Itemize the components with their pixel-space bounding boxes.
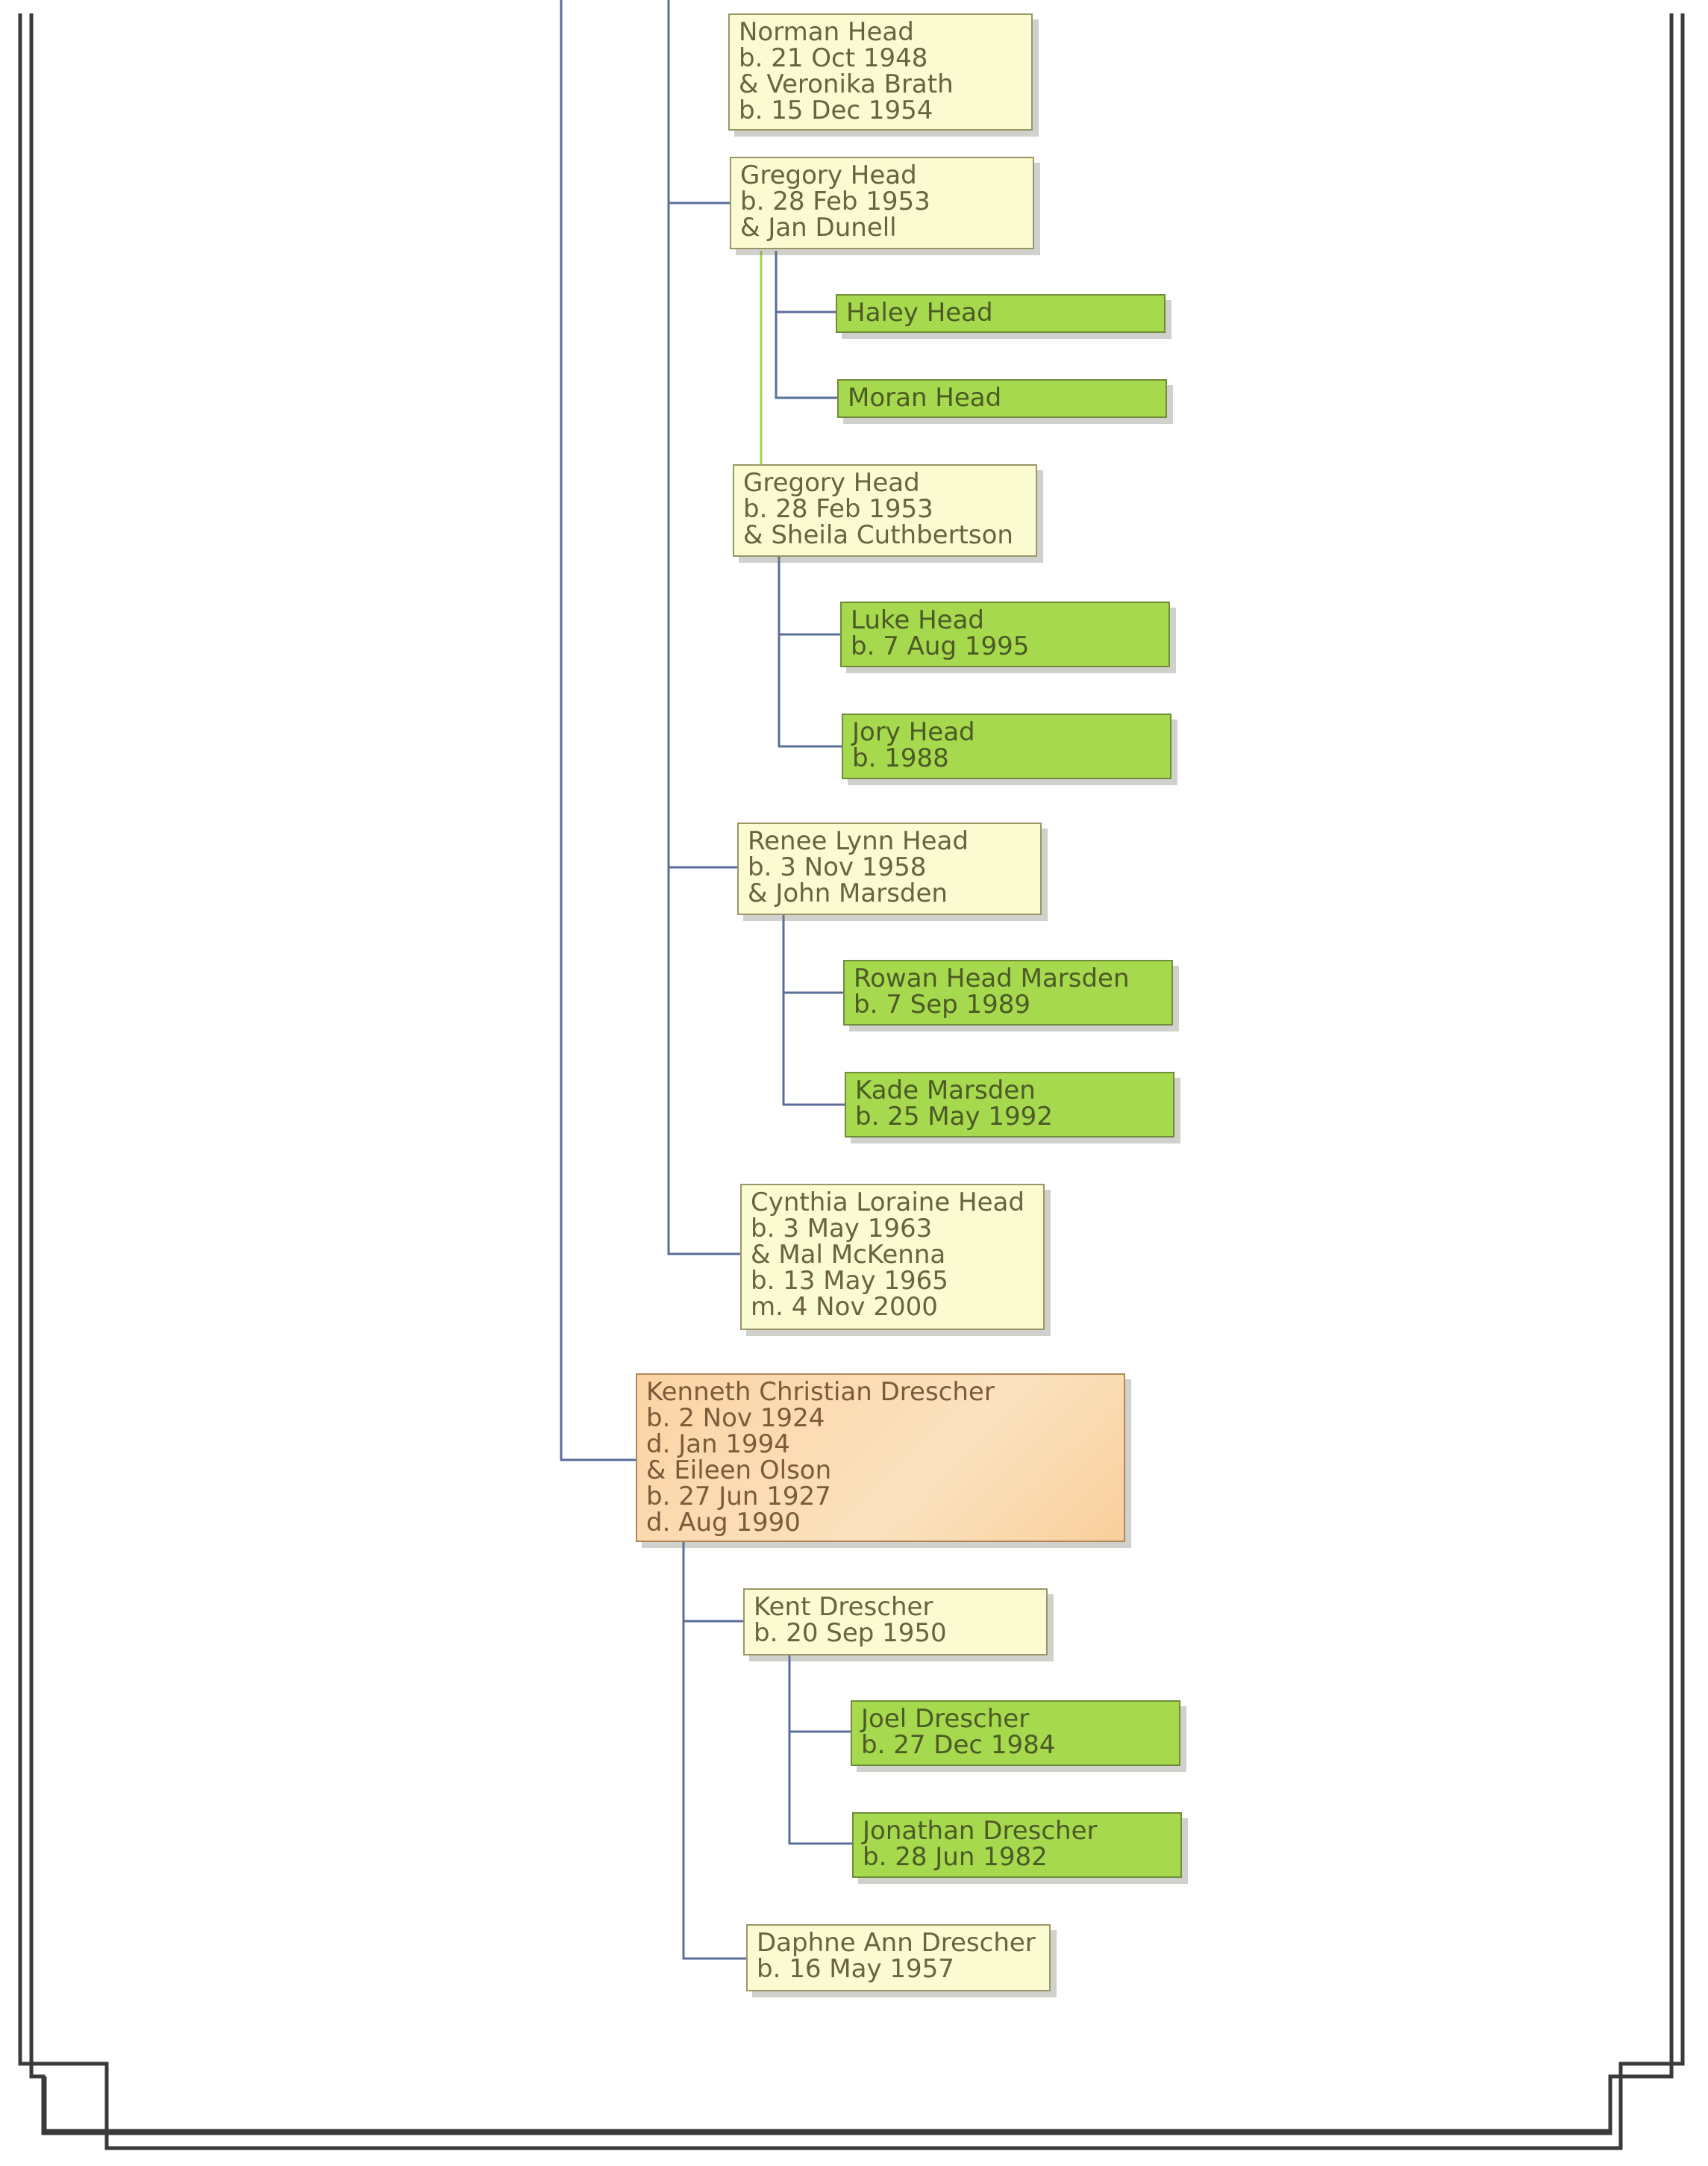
trunk-head-siblings (667, 0, 740, 1255)
person-detail: b. 20 Sep 1950 (754, 1618, 947, 1648)
person-name: Jonathan Drescher (863, 1816, 1098, 1846)
person-detail: b. 7 Aug 1995 (851, 631, 1030, 661)
person-detail: b. 2 Nov 1924 (646, 1403, 825, 1433)
person-name: Jory Head (852, 717, 975, 747)
person-name: Renee Lynn Head (748, 826, 969, 856)
person-detail: b. 15 Dec 1954 (739, 96, 933, 125)
person-box-haley-head[interactable]: Haley Head (836, 294, 1166, 333)
person-detail: b. 1988 (852, 743, 949, 773)
trunk-gregory1-children (775, 251, 837, 399)
person-detail: b. 7 Sep 1989 (854, 990, 1031, 1020)
person-name: Gregory Head (740, 160, 917, 190)
person-name: Kenneth Christian Drescher (646, 1377, 995, 1407)
person-detail: b. 28 Jun 1982 (863, 1842, 1048, 1872)
person-name: Luke Head (851, 605, 984, 635)
connector-lines (560, 0, 852, 1960)
person-detail: & Eileen Olson (646, 1455, 832, 1485)
trunk-kenneth-children (682, 1542, 746, 1960)
person-detail: & Veronika Brath (739, 69, 954, 99)
person-box-moran-head[interactable]: Moran Head (837, 379, 1167, 418)
person-detail: b. 27 Jun 1927 (646, 1482, 831, 1511)
person-detail: b. 3 Nov 1958 (748, 852, 927, 882)
person-detail: b. 28 Feb 1953 (743, 494, 933, 524)
trunk-kent-children (788, 1655, 852, 1845)
person-detail: b. 3 May 1963 (751, 1214, 933, 1243)
person-name: Rowan Head Marsden (854, 964, 1130, 993)
person-name: Haley Head (846, 298, 993, 328)
person-name: Gregory Head (743, 468, 920, 498)
person-detail: d. Aug 1990 (646, 1508, 801, 1538)
person-name: Kent Drescher (754, 1592, 933, 1622)
trunk-renee-children (782, 915, 845, 1106)
person-name: Moran Head (848, 383, 1002, 413)
person-detail: b. 25 May 1992 (855, 1102, 1053, 1132)
trunk-to-kenneth (560, 0, 636, 1461)
person-detail: b. 27 Dec 1984 (861, 1730, 1056, 1760)
page-frame (18, 13, 1685, 2150)
person-detail: & John Marsden (748, 878, 948, 908)
person-detail: b. 16 May 1957 (757, 1954, 954, 1984)
trunk-gregory2-children (778, 557, 842, 748)
person-detail: b. 28 Feb 1953 (740, 187, 930, 216)
person-detail: d. Jan 1994 (646, 1429, 790, 1459)
person-detail: m. 4 Nov 2000 (751, 1292, 938, 1322)
person-detail: & Jan Dunell (740, 213, 897, 243)
person-name: Joel Drescher (861, 1704, 1030, 1734)
person-name: Cynthia Loraine Head (751, 1187, 1025, 1217)
person-detail: & Mal McKenna (751, 1240, 946, 1270)
person-detail: b. 21 Oct 1948 (739, 43, 928, 73)
person-name: Daphne Ann Drescher (757, 1928, 1036, 1958)
person-detail: & Sheila Cuthbertson (743, 520, 1013, 550)
person-name: Kade Marsden (855, 1076, 1036, 1105)
person-name: Norman Head (739, 17, 914, 47)
person-detail: b. 13 May 1965 (751, 1266, 948, 1296)
